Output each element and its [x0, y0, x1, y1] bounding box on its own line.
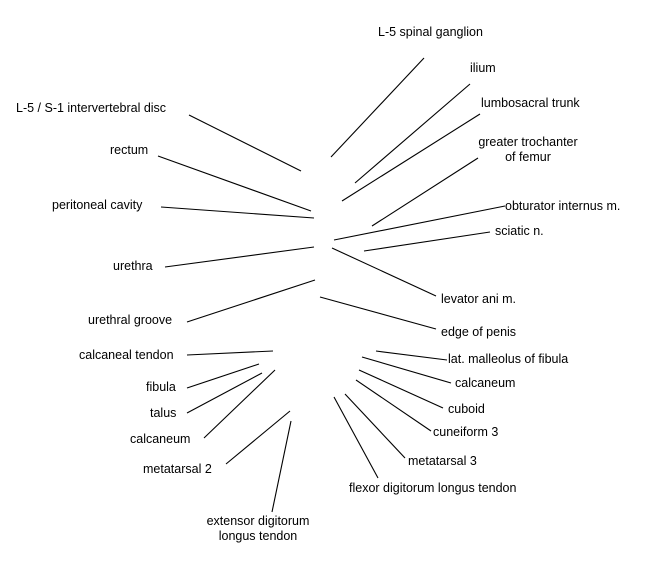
label-metatarsal-3: metatarsal 3 — [408, 454, 477, 468]
leader-calcaneum-left — [203, 369, 276, 439]
leader-trochanter — [371, 157, 479, 227]
label-metatarsal-2: metatarsal 2 — [143, 462, 212, 476]
leader-fibula — [186, 363, 260, 389]
label-obturator-internus: obturator internus m. — [505, 199, 621, 213]
label-calcaneum-left: calcaneum — [130, 432, 191, 446]
label-talus: talus — [150, 406, 177, 420]
leader-ilium — [354, 83, 471, 184]
label-rectum: rectum — [110, 143, 149, 157]
leader-edge-penis — [319, 296, 437, 330]
label-peritoneal-cavity: peritoneal cavity — [52, 198, 143, 212]
label-l5-s1-disc: L-5 / S-1 intervertebral disc — [16, 101, 167, 115]
label-l5-spinal-ganglion: L-5 spinal ganglion — [378, 25, 483, 39]
leader-rectum — [157, 155, 312, 212]
label-flexor-digitorum: flexor digitorum longus tendon — [349, 481, 517, 495]
leader-l5s1-disc — [188, 114, 302, 172]
label-cuboid: cuboid — [448, 402, 485, 416]
leader-metatarsal3 — [344, 393, 406, 459]
leader-obturator — [333, 205, 506, 241]
leader-peritoneal — [160, 206, 315, 219]
leader-levator — [331, 247, 437, 297]
label-extensor-digitorum: extensor digitorum longus tendon — [188, 514, 328, 544]
label-lat-malleolus: lat. malleolus of fibula — [448, 352, 569, 366]
label-lumbosacral-trunk: lumbosacral trunk — [481, 96, 580, 110]
leader-metatarsal2 — [225, 410, 291, 465]
leader-sciatic — [363, 231, 491, 252]
leader-flexor — [333, 396, 379, 479]
label-calcaneum-right: calcaneum — [455, 376, 516, 390]
label-greater-trochanter-line2: of femur — [505, 150, 551, 164]
label-extensor-line1: extensor digitorum — [206, 514, 310, 528]
leader-talus — [186, 372, 263, 414]
leader-l5-ganglion — [330, 57, 425, 158]
leader-lumbosacral — [341, 113, 481, 202]
label-calcaneal-tendon: calcaneal tendon — [79, 348, 174, 362]
label-extensor-line2: longus tendon — [218, 529, 298, 543]
label-edge-of-penis: edge of penis — [441, 325, 517, 339]
leader-cuneiform — [355, 379, 432, 432]
label-urethra: urethra — [113, 259, 153, 273]
label-greater-trochanter: greater trochanter of femur — [478, 135, 578, 165]
label-sciatic-nerve: sciatic n. — [495, 224, 544, 238]
label-urethral-groove: urethral groove — [88, 313, 173, 327]
label-levator-ani: levator ani m. — [441, 292, 517, 306]
label-fibula: fibula — [146, 380, 176, 394]
leader-extensor — [271, 420, 292, 513]
leader-calcaneal-tendon — [186, 350, 274, 356]
leader-cuboid — [358, 369, 444, 409]
leader-lat-malleolus — [375, 350, 448, 361]
leader-urethra — [164, 246, 315, 268]
label-ilium: ilium — [470, 61, 496, 75]
label-cuneiform-3: cuneiform 3 — [433, 425, 499, 439]
label-greater-trochanter-line1: greater trochanter — [478, 135, 578, 149]
leader-calcaneum-right — [361, 356, 452, 384]
leader-urethral-groove — [186, 279, 316, 323]
